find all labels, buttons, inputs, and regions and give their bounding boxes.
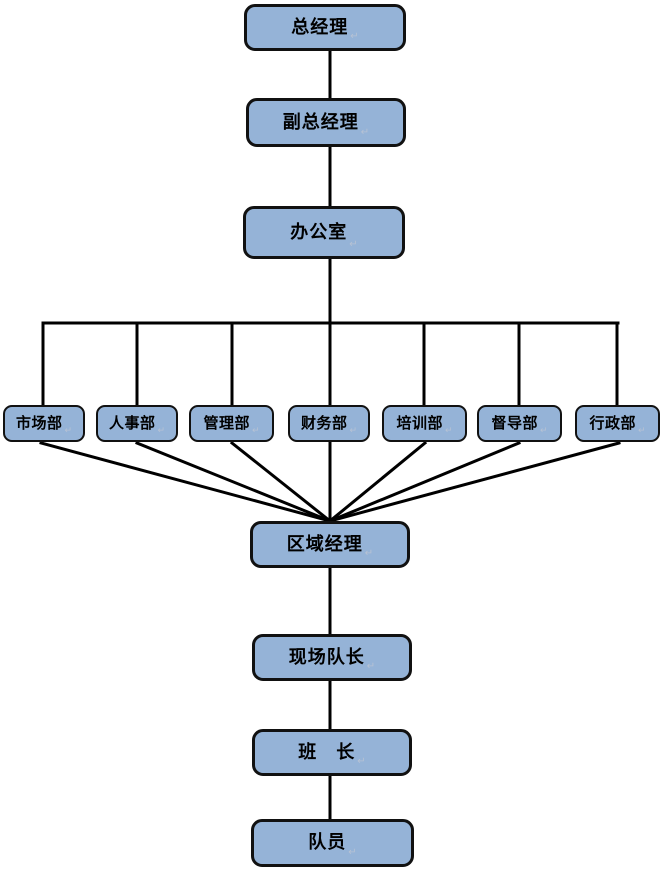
department-bus bbox=[41, 321, 620, 409]
return-mark-icon: ↵ bbox=[64, 426, 73, 436]
node-label: 市场部 bbox=[15, 414, 63, 432]
node-label: 区域经理 bbox=[286, 533, 363, 555]
return-mark-icon: ↵ bbox=[349, 426, 358, 436]
org-node-office: 办公室 ↵ bbox=[243, 206, 405, 259]
return-mark-icon: ↵ bbox=[349, 239, 358, 250]
node-label: 人事部 bbox=[108, 414, 156, 432]
node-label: 现场队长 bbox=[288, 646, 365, 668]
org-node-admin-dept: 行政部 ↵ bbox=[575, 405, 660, 442]
return-mark-icon: ↵ bbox=[348, 847, 357, 858]
fan-in-connectors bbox=[39, 439, 621, 524]
node-label: 行政部 bbox=[589, 414, 636, 432]
return-mark-icon: ↵ bbox=[350, 31, 359, 42]
org-node-hr-dept: 人事部 ↵ bbox=[96, 405, 178, 442]
node-label: 财务部 bbox=[300, 414, 348, 432]
return-mark-icon: ↵ bbox=[444, 426, 453, 436]
org-node-team-member: 队员 ↵ bbox=[251, 819, 414, 867]
return-mark-icon: ↵ bbox=[637, 426, 646, 436]
org-node-squad-leader: 班 长 ↵ bbox=[252, 729, 412, 776]
org-node-marketing-dept: 市场部 ↵ bbox=[3, 405, 85, 442]
node-label: 培训部 bbox=[396, 414, 443, 432]
node-label: 副总经理 bbox=[282, 111, 359, 133]
node-label: 班 长 bbox=[298, 741, 356, 763]
org-node-general-manager: 总经理 ↵ bbox=[244, 4, 406, 51]
node-label: 总经理 bbox=[291, 16, 349, 38]
node-label: 督导部 bbox=[491, 414, 538, 432]
return-mark-icon: ↵ bbox=[364, 548, 374, 559]
node-label: 管理部 bbox=[203, 414, 250, 432]
return-mark-icon: ↵ bbox=[360, 127, 370, 138]
return-mark-icon: ↵ bbox=[157, 426, 166, 436]
org-node-regional-manager: 区域经理 ↵ bbox=[250, 521, 410, 568]
node-label: 办公室 bbox=[290, 221, 348, 243]
node-label: 队员 bbox=[308, 832, 347, 853]
return-mark-icon: ↵ bbox=[357, 756, 366, 767]
org-node-deputy-general-manager: 副总经理 ↵ bbox=[246, 98, 406, 147]
return-mark-icon: ↵ bbox=[366, 661, 376, 672]
return-mark-icon: ↵ bbox=[251, 426, 260, 436]
org-node-supervision-dept: 督导部 ↵ bbox=[477, 405, 562, 442]
org-node-management-dept: 管理部 ↵ bbox=[189, 405, 274, 442]
return-mark-icon: ↵ bbox=[539, 426, 548, 436]
org-node-site-captain: 现场队长 ↵ bbox=[252, 634, 412, 681]
org-node-finance-dept: 财务部 ↵ bbox=[288, 405, 370, 442]
org-node-training-dept: 培训部 ↵ bbox=[382, 405, 467, 442]
